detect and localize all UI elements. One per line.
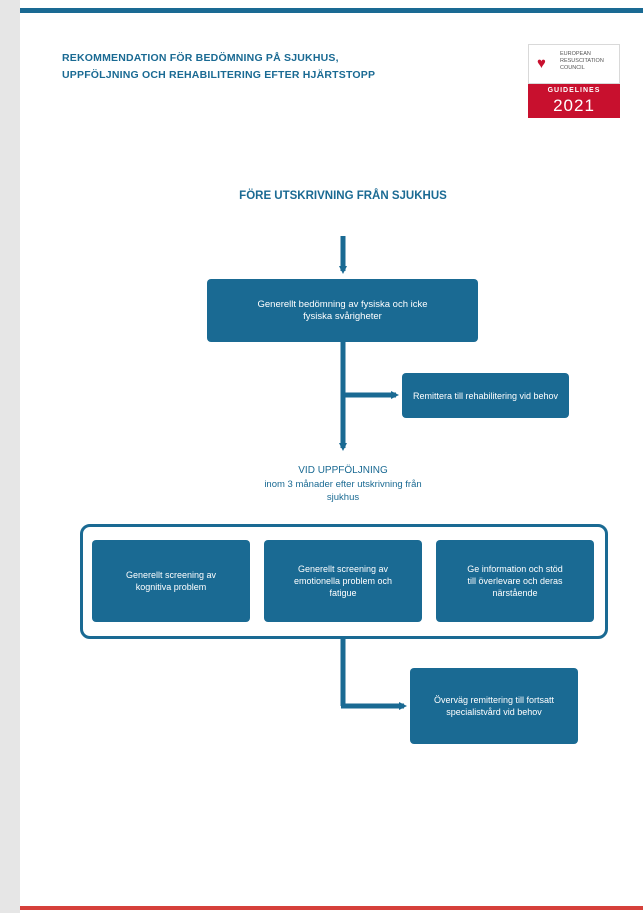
information-support-box: Ge information och stöd till överlevare …: [436, 540, 594, 622]
stage-followup-subtitle: inom 3 månader efter utskrivning från sj…: [264, 479, 422, 503]
logo-organization-text: European Resuscitation Council: [560, 51, 604, 71]
logo-year-text: 2021: [553, 96, 595, 115]
stage-before-discharge-title: FÖRE UTSKRIVNING FRÅN SJUKHUS: [239, 190, 447, 202]
referral-box: Remittera till rehabilitering vid behov: [402, 373, 569, 418]
logo-guidelines-text: GUIDELINES: [547, 87, 601, 94]
assessment-box: Generellt bedömning av fysiska och icke …: [207, 279, 478, 342]
specialist-referral-box: Överväg remittering till fortsatt specia…: [410, 668, 578, 744]
logo-organization-panel: ♥ European Resuscitation Council: [528, 44, 620, 84]
flow-connectors: [339, 236, 407, 710]
top-accent-bar: [20, 8, 643, 13]
bottom-accent-bar: [20, 906, 643, 910]
page-title: REKOMMENDATION FÖR BEDÖMNING PÅ SJUKHUS,…: [62, 52, 376, 81]
heart-icon: ♥: [537, 55, 546, 72]
logo-guidelines-panel: GUIDELINES 2021: [528, 84, 620, 118]
cognitive-screening-box: Generellt screening av kognitiva problem: [92, 540, 250, 622]
erc-guidelines-logo: ♥ European Resuscitation Council GUIDELI…: [528, 44, 620, 118]
emotional-screening-box: Generellt screening av emotionella probl…: [264, 540, 422, 622]
stage-followup-title: VID UPPFÖLJNING: [298, 465, 388, 476]
page: REKOMMENDATION FÖR BEDÖMNING PÅ SJUKHUS,…: [20, 0, 643, 913]
